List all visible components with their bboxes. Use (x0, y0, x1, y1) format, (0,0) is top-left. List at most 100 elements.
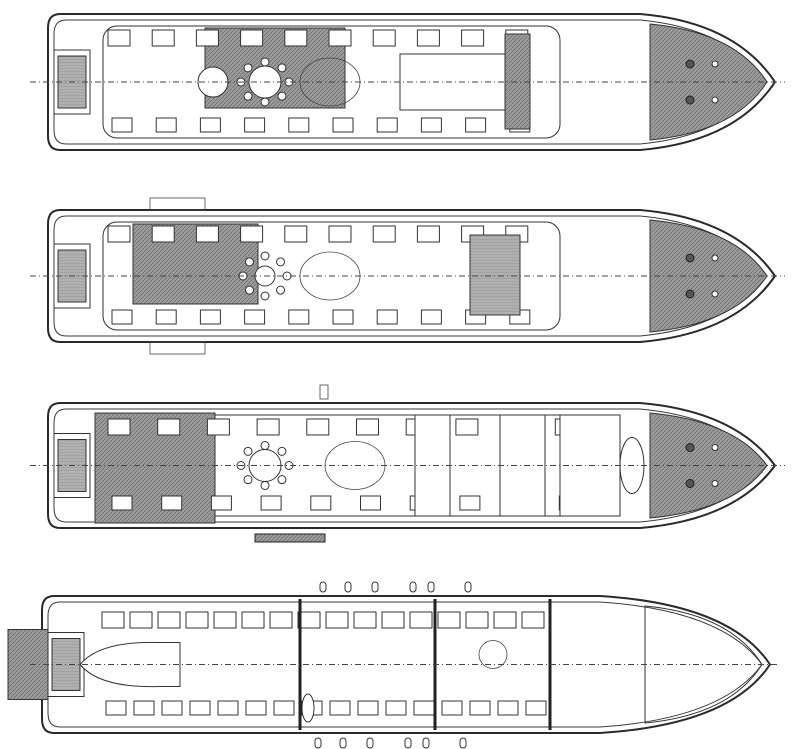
fixture (493, 611, 517, 629)
gangway (254, 533, 326, 543)
fixture (111, 117, 133, 133)
fixture (213, 611, 237, 629)
chair-icon (243, 63, 253, 73)
teak-deck-area (204, 27, 346, 109)
fixture (521, 611, 545, 629)
windlass-icon (685, 443, 695, 452)
porthole-icon (427, 581, 435, 593)
fixture (273, 700, 295, 716)
fixture (325, 611, 349, 629)
chair-icon (244, 257, 254, 267)
fixture (244, 117, 266, 133)
fixture (240, 29, 264, 47)
fixture (525, 700, 547, 716)
bollard-icon (711, 480, 719, 487)
porthole-icon (459, 737, 467, 749)
sun-deck (30, 13, 785, 151)
bathtub (301, 693, 315, 723)
fixture (245, 700, 267, 716)
chair-icon (243, 446, 253, 456)
fixture (185, 611, 209, 629)
chair-icon (277, 446, 287, 456)
fixture (329, 700, 351, 716)
chair-icon (276, 285, 286, 295)
chair-icon (277, 475, 287, 485)
fixture (256, 418, 280, 436)
chair-icon (277, 63, 287, 73)
fixture (206, 418, 230, 436)
chair-icon (276, 257, 286, 267)
fixture (465, 611, 489, 629)
fixture (420, 117, 442, 133)
bollard-icon (711, 444, 719, 451)
fixture (111, 495, 133, 511)
fixture (107, 225, 131, 243)
porthole-icon (314, 737, 322, 749)
fixture (353, 611, 377, 629)
fixture (376, 309, 398, 325)
fixture (332, 117, 354, 133)
fixture (269, 611, 293, 629)
fixture (416, 225, 440, 243)
fixture (107, 418, 131, 436)
bulwark-line (47, 601, 763, 728)
porthole-icon (319, 581, 327, 593)
fixture (161, 700, 183, 716)
chair-icon (260, 57, 270, 67)
fixture (376, 117, 398, 133)
fixture (465, 117, 487, 133)
bollard-icon (711, 290, 719, 298)
fixture (381, 611, 405, 629)
fixture (240, 225, 264, 243)
fixture (455, 418, 479, 436)
chair-icon (260, 481, 270, 490)
fixture (260, 495, 282, 511)
porthole-icon (344, 581, 352, 593)
fixture (357, 700, 379, 716)
windlass-icon (685, 253, 695, 263)
porthole-icon (371, 581, 379, 593)
fixture (441, 700, 463, 716)
fixture (328, 225, 352, 243)
windlass-icon (685, 289, 695, 299)
chair-icon (260, 291, 270, 301)
fixture (244, 309, 266, 325)
fixture (306, 418, 330, 436)
fixture (107, 29, 131, 47)
fixture (241, 611, 265, 629)
porthole-icon (422, 737, 430, 749)
porthole-icon (464, 581, 472, 593)
fixture (416, 29, 440, 47)
fixture (288, 117, 310, 133)
fixture (297, 611, 321, 629)
fixture (210, 495, 232, 511)
fixture (437, 611, 461, 629)
fixture (360, 495, 381, 511)
fixture (199, 309, 221, 325)
fixture (157, 418, 181, 436)
fixture (469, 700, 491, 716)
chair-icon (260, 251, 270, 261)
swim-platform (7, 629, 49, 700)
fixture (151, 225, 175, 243)
fixture (372, 225, 396, 243)
lower-deck (7, 581, 780, 749)
fixture (284, 29, 308, 47)
davit (319, 384, 329, 400)
bridge (469, 234, 521, 316)
fixture (155, 309, 177, 325)
wing-station (149, 341, 206, 355)
fixture (189, 700, 211, 716)
fixture (129, 611, 153, 629)
hull-outline (41, 595, 772, 734)
bollard-icon (711, 60, 719, 68)
spiral-stair (478, 640, 508, 669)
porthole-icon (366, 737, 374, 749)
fixture (101, 611, 125, 629)
bollard-icon (711, 96, 719, 104)
fixture (217, 700, 239, 716)
fixture (151, 29, 175, 47)
fixture (413, 700, 435, 716)
chair-icon (243, 91, 253, 101)
